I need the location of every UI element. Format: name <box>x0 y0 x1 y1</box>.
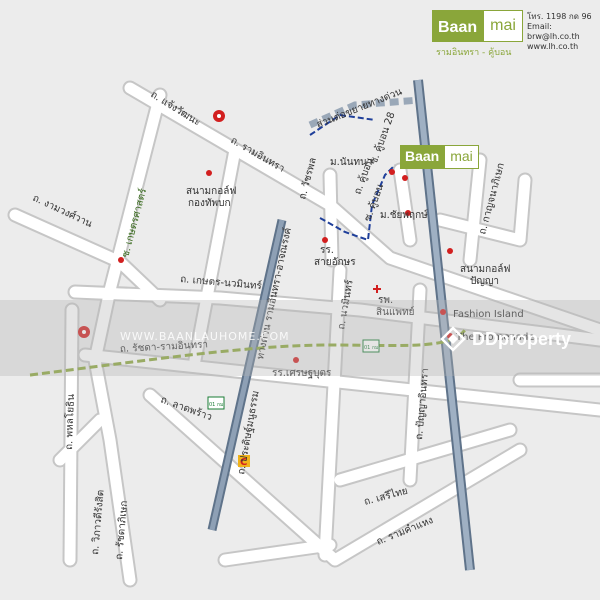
landmark-sun-icon <box>78 110 225 338</box>
baan-mai-logo: Baan mai <box>432 10 523 46</box>
watermark-ddproperty: DDproperty <box>440 326 571 352</box>
label-hospital: รพ.สินแพทย์ <box>376 295 414 318</box>
place-labels: สนามกอล์ฟกองทัพบก รร.สายอักษร ม.นันทนา ม… <box>186 157 535 379</box>
project-location-marker: Baan mai <box>400 145 479 169</box>
brand-left: Baan <box>432 10 484 42</box>
contact-phone: โทร. 1198 กด 96 <box>527 12 592 21</box>
expressway-extension-dashed <box>308 96 421 129</box>
contact-info: โทร. 1198 กด 96 Email: brw@lh.co.th www.… <box>527 12 600 52</box>
brand-right: mai <box>483 10 523 42</box>
label-phahonyothin: ถ. พหลโยธิน <box>62 394 77 450</box>
label-ratchada-ramintra: ถ. รัชดา-รามอินทรา <box>120 339 209 355</box>
km-badge-2: 01 กม. <box>364 345 380 351</box>
watermark-text-right: DDproperty <box>472 328 572 349</box>
brand-subtitle: รามอินทรา - คู้บอน <box>436 48 512 58</box>
project-brand-left: Baan <box>400 145 445 169</box>
label-school-setthabut: รร.เศรษฐบุตร <box>272 368 332 379</box>
label-the-promenade: The Promenade <box>455 332 535 343</box>
hospital-cross-icon <box>373 285 381 293</box>
project-brand-right: mai <box>444 145 479 169</box>
ddproperty-logo-icon <box>440 326 466 352</box>
watermark-text-left: WWW.BAANLAUHOME.COM <box>120 330 290 343</box>
contact-email: Email: brw@lh.co.th <box>527 22 580 41</box>
ratchada-ramintra-green-line <box>29 329 467 377</box>
label-fashion-island: Fashion Island <box>453 309 524 320</box>
label-golf-kongthap: สนามกอล์ฟกองทัพบก <box>186 185 236 209</box>
label-vibhavadi: ถ. วิภาวดีรังสิต <box>89 489 107 555</box>
label-mu-nantawan: ม.นันทนา <box>330 157 373 168</box>
label-school-saiyunan: รร.สายอักษร <box>314 245 356 268</box>
distance-badges: 01 กม. 01 กม. <box>207 339 380 410</box>
km-badge-1: 01 กม. <box>209 402 225 408</box>
svg-text:C: C <box>240 457 247 468</box>
label-mu-chaiyaphruek: ม.ชัยพฤกษ์ <box>380 209 428 221</box>
watermark-band <box>0 300 600 376</box>
contact-web: www.lh.co.th <box>527 42 579 51</box>
label-golf-panya: สนามกอล์ฟปัญญา <box>460 263 510 287</box>
route-to-project <box>319 164 396 242</box>
label-ratchadaphisek: ถ. รัชดาภิเษก <box>114 500 130 560</box>
store-c-icon: C <box>238 455 250 468</box>
